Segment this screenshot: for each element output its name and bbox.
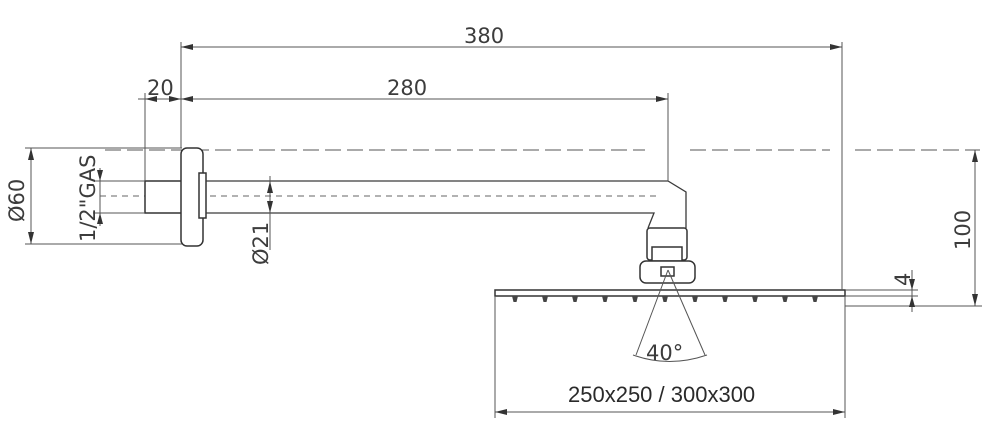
dimension-head-thickness: 4 <box>845 270 918 312</box>
flange-offset-label: 20 <box>147 76 174 100</box>
shower-head <box>494 289 846 302</box>
center-lines <box>100 149 980 197</box>
flange-diameter-label: Ø60 <box>5 179 29 222</box>
wall-flange <box>144 147 207 247</box>
nozzle-mark <box>542 296 548 302</box>
nozzle-mark <box>572 296 578 302</box>
nozzle-mark <box>752 296 758 302</box>
arm-diameter-label: Ø21 <box>249 222 273 265</box>
dimension-flange-diameter: Ø60 <box>5 147 182 245</box>
nozzle-mark <box>722 296 728 302</box>
nozzle-mark <box>782 296 788 302</box>
nozzle-mark <box>812 296 818 302</box>
nozzle-mark <box>632 296 638 302</box>
nozzle-mark <box>662 296 668 302</box>
height-label: 100 <box>951 210 975 250</box>
nozzle-mark <box>602 296 608 302</box>
nozzle-row <box>512 296 818 302</box>
nozzle-mark <box>512 296 518 302</box>
swivel-connector <box>639 227 696 284</box>
thread-label: 1/2"GAS <box>76 155 100 242</box>
total-length-label: 380 <box>464 24 504 48</box>
nozzle-mark <box>692 296 698 302</box>
dimension-total-length: 380 <box>180 24 843 290</box>
head-thickness-label: 4 <box>891 273 915 286</box>
dimension-arm-diameter: Ø21 <box>249 176 273 265</box>
dimension-thread: 1/2"GAS <box>76 155 145 242</box>
dimension-arm-length: 20 280 <box>138 76 669 181</box>
spray-angle-label: 40° <box>646 341 683 365</box>
arm-length-label: 280 <box>387 76 427 100</box>
spray-cone: 40° <box>632 269 708 365</box>
shower-arm <box>206 180 687 229</box>
dimension-head-width: 250x250 / 300x300 <box>494 296 846 418</box>
head-sizes-label: 250x250 / 300x300 <box>568 382 755 407</box>
